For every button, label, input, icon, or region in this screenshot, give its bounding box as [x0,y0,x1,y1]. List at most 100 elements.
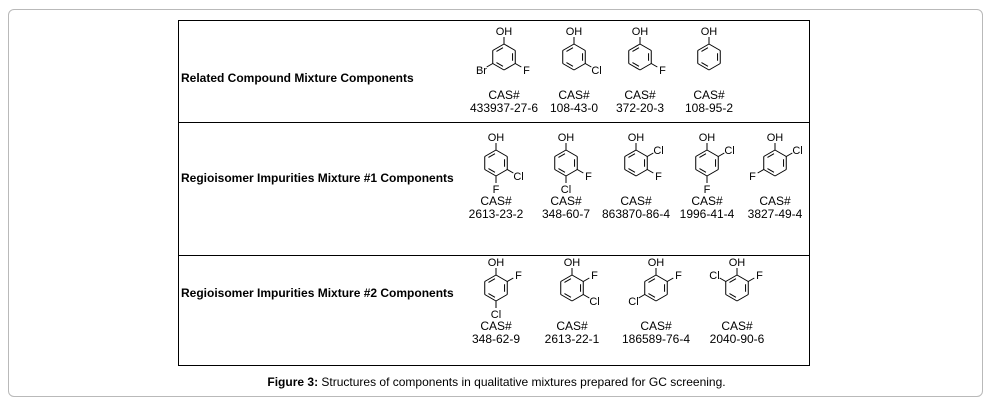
row-label-related-compounds: Related Compound Mixture Components [181,71,414,85]
cas-number: 433937-27-6 [469,101,539,115]
cas-number: 372-20-3 [615,101,665,115]
cas-number: 2613-23-2 [468,207,524,221]
ring-bond [503,43,516,51]
figure-frame [8,9,983,397]
ring-bond [565,169,578,177]
cas-label: CAS# [721,319,753,333]
ring-bond [573,63,586,71]
double-bond [699,168,707,173]
substituent-label: OH [729,257,746,269]
double-bond [566,47,574,52]
ring-bond [644,294,657,302]
double-bond [729,278,737,283]
cas-label: CAS# [691,194,723,208]
ring-bond [560,274,573,282]
substituent-label: OH [632,26,649,38]
substituent-label: Br [476,65,487,77]
cas-number: 1996-41-4 [679,207,735,221]
ring-bond [639,43,652,51]
double-bond [488,168,496,173]
double-bond [488,293,496,298]
caption-label: Figure 3: [267,375,319,389]
substituent-label: Cl [628,296,638,308]
ring-bond [495,294,508,302]
ring-bond [628,43,641,51]
substituent-label: OH [564,257,581,269]
substituent-bond [486,63,493,68]
ring-bond [495,149,508,157]
double-bond [558,168,566,173]
substituent-label: OH [558,132,575,144]
cas-label: CAS# [556,319,588,333]
substituent-bond [667,277,674,282]
ring-bond [624,169,637,177]
ring-bond [774,169,787,177]
table-row-divider [178,122,810,123]
ring-bond [697,43,710,51]
table-row-divider [178,255,810,256]
substituent-label: OH [488,257,505,269]
components-table [178,20,810,366]
ring-bond [635,169,648,177]
ring-bond [484,169,497,177]
double-bond [701,47,709,52]
ring-bond [484,149,497,157]
ring-bond [492,63,505,71]
substituent-bond [748,277,755,282]
ring-bond [503,63,516,71]
cas-number: 863870-86-4 [601,207,671,221]
substituent-label: Cl [591,65,601,77]
substituent-label: Cl [724,145,734,157]
substituent-label: Cl [792,145,802,157]
substituent-label: OH [628,132,645,144]
ring-bond [695,169,708,177]
substituent-label: F [585,171,592,183]
double-bond [729,293,737,298]
substituent-bond [507,169,514,174]
ring-bond [725,294,738,302]
ring-bond [492,43,505,51]
ring-bond [554,169,567,177]
ring-bond [484,274,497,282]
double-bond [632,47,640,52]
double-bond [558,153,566,158]
double-bond [632,62,640,67]
double-bond [767,153,775,158]
substituent-bond [583,277,590,282]
cas-label: CAS# [480,319,512,333]
ring-bond [571,274,584,282]
substituent-label: F [704,184,711,196]
ring-bond [697,63,710,71]
substituent-label: Cl [561,184,571,196]
ring-bond [708,63,721,71]
cas-number: 108-95-2 [684,101,734,115]
double-bond [488,153,496,158]
cas-label: CAS# [550,194,582,208]
cas-number: 2040-90-6 [709,332,765,346]
double-bond [767,168,775,173]
double-bond [488,278,496,283]
cas-label: CAS# [488,88,520,102]
substituent-bond [583,294,590,299]
substituent-label: F [523,65,530,77]
double-bond [496,62,504,67]
ring-bond [562,43,575,51]
cas-label: CAS# [640,319,672,333]
double-bond [699,153,707,158]
substituent-bond [577,169,584,174]
substituent-label: Cl [653,145,663,157]
substituent-label: Cl [589,296,599,308]
ring-bond [554,149,567,157]
substituent-label: Cl [709,270,719,282]
